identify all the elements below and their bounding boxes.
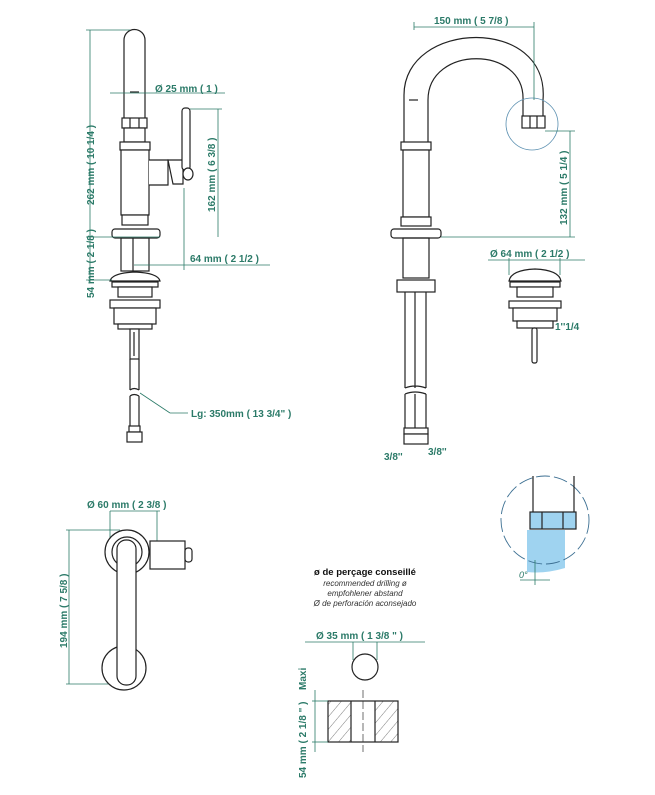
front-view: 3/8'' 3/8'' 150 mm ( 5 7/8 ) 132 mm ( 5 …	[384, 16, 575, 463]
top-view: Ø 60 mm ( 2 3/8 ) 194 mm ( 7 5/8 )	[59, 500, 193, 691]
dim-max-thickness: 54 mm ( 2 1/8 " )	[298, 702, 309, 778]
drilling-recommendation: ø de perçage conseillé recommended drill…	[298, 567, 425, 778]
drilling-line-en: recommended drilling ø	[323, 579, 407, 588]
dim-drain-diameter: Ø 64 mm ( 2 1/2 )	[490, 249, 569, 260]
dim-deck-thickness: 54 mm ( 2 1/8 )	[86, 229, 97, 298]
dim-hole-diameter: Ø 35 mm ( 1 3/8 " )	[316, 631, 403, 642]
dim-spout-height: 132 mm ( 5 1/4 )	[559, 151, 570, 225]
dim-total-height: 262 mm ( 10 1/4 )	[86, 125, 97, 205]
dim-spout-diameter: Ø 25 mm ( 1 )	[155, 84, 218, 95]
drain-thread-size: 1''1/4	[555, 322, 580, 333]
side-view: 262 mm ( 10 1/4 ) 54 mm ( 2 1/8 ) Ø 25 m…	[86, 28, 291, 443]
pop-up-drain: Ø 64 mm ( 2 1/2 ) 1''1/4	[488, 249, 585, 364]
detail-angle: 0°	[519, 570, 528, 580]
dim-base-diameter: Ø 60 mm ( 2 3/8 )	[87, 500, 166, 511]
hose-right-thread: 3/8''	[428, 447, 447, 458]
dim-handle-height: 162 mm ( 6 3/8 )	[207, 138, 218, 212]
dim-spout-reach: 150 mm ( 5 7/8 )	[434, 16, 508, 27]
drilling-title: ø de perçage conseillé	[314, 567, 416, 578]
drilling-line-es: Ø de perforación aconsejado	[313, 599, 417, 608]
outlet-detail: 0°	[500, 475, 590, 585]
dim-hose-length: Lg: 350mm ( 13 3/4" )	[191, 409, 291, 420]
drilling-max-label: Maxi	[298, 668, 309, 690]
drilling-line-de: empfohlener abstand	[327, 589, 403, 598]
dim-handle-reach: 64 mm ( 2 1/2 )	[190, 254, 259, 265]
dim-length: 194 mm ( 7 5/8 )	[59, 574, 70, 648]
deck-section	[327, 690, 399, 752]
hose-left-thread: 3/8''	[384, 452, 403, 463]
